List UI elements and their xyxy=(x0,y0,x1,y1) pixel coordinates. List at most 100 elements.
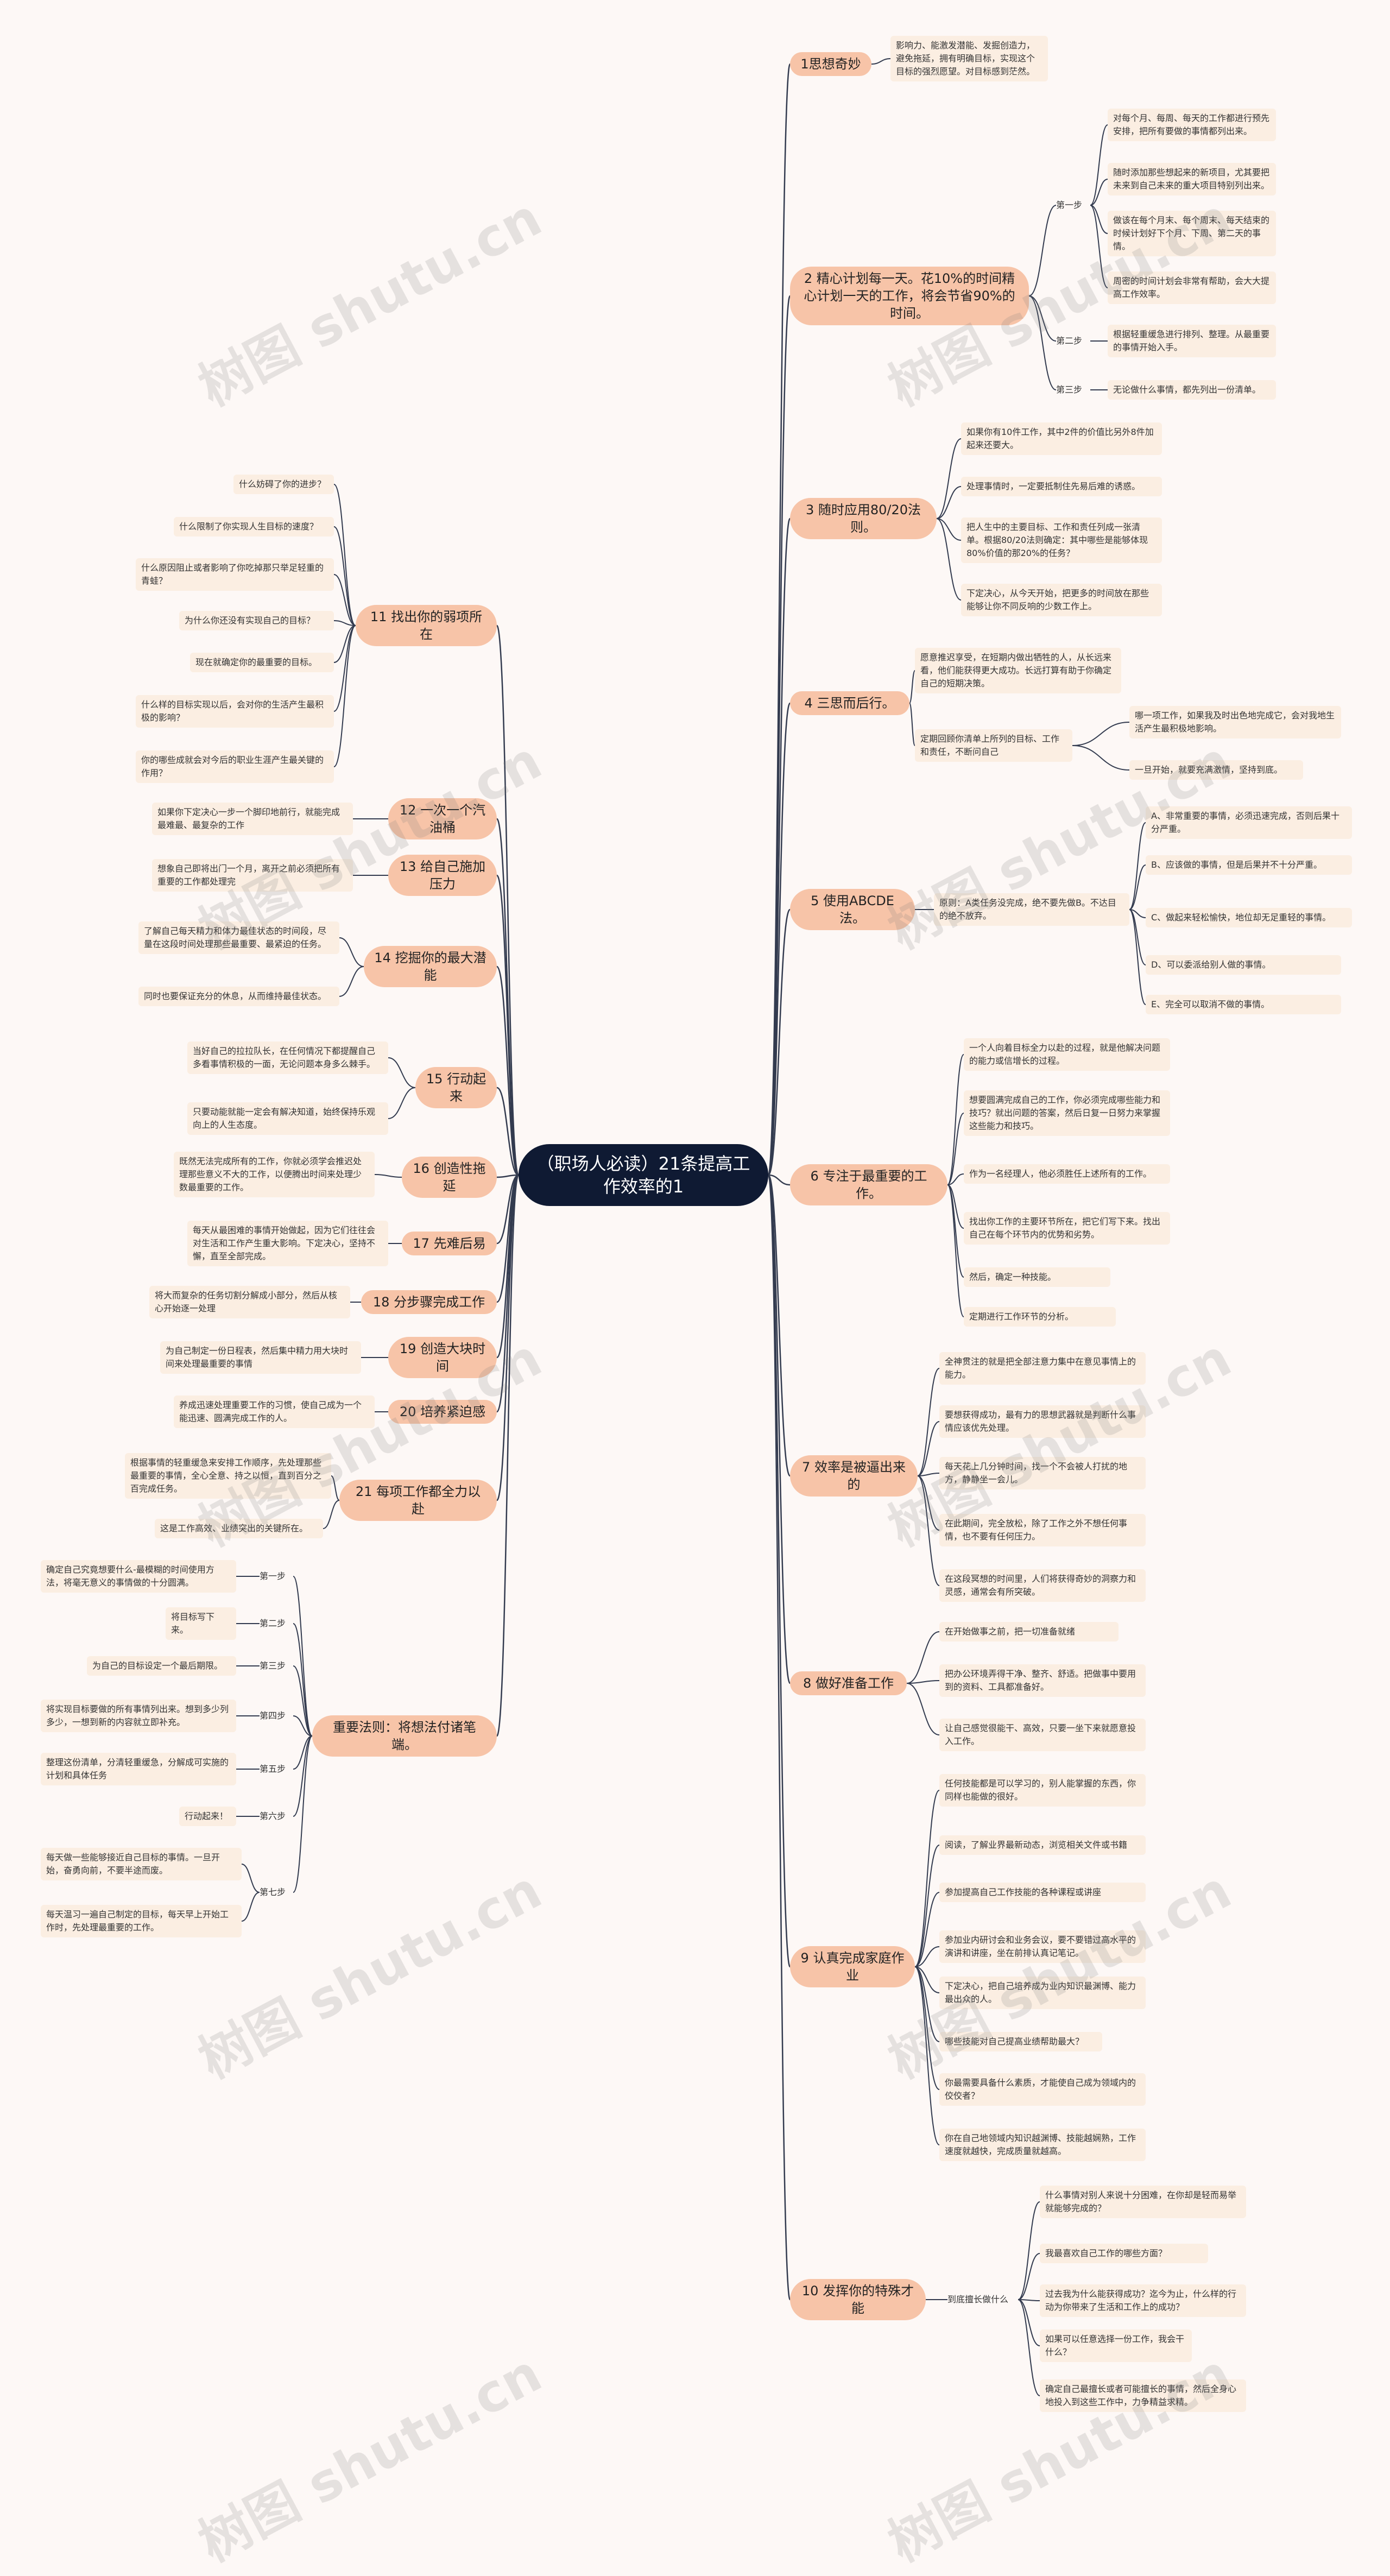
note-text: 一个人向着目标全力以赴的过程，就是他解决问题的能力或信增长的过程。 xyxy=(964,1038,1170,1071)
connector-line xyxy=(914,1845,940,1967)
connector-line xyxy=(914,1966,940,2042)
note-text: 原则：A类任务没完成，绝不要先做B。不达目的绝不放弃。 xyxy=(934,893,1129,926)
connector-line xyxy=(339,966,364,997)
connector-line xyxy=(767,1174,791,1477)
connector-line xyxy=(914,1892,940,1967)
step-label: 第一步 xyxy=(1056,200,1083,210)
note-text: 阅读，了解业界最新动态，浏览相关文件或书籍 xyxy=(939,1835,1146,1855)
note-text: 一旦开始，就要充满激情，坚持到底。 xyxy=(1129,760,1303,780)
connector-line xyxy=(496,1174,520,1501)
connector-line xyxy=(293,1735,313,1770)
connector-line xyxy=(909,703,915,746)
branch-node[interactable]: 1思想奇妙 xyxy=(790,52,871,76)
note-text: 什么样的目标实现以后，会对你的生活产生最积极的影响？ xyxy=(136,695,334,728)
connector-line xyxy=(914,1966,940,2090)
branch-node[interactable]: 15 行动起来 xyxy=(415,1067,497,1108)
note-text: A、非常重要的事情，必须迅速完成，否则后果十分严重。 xyxy=(1146,806,1352,839)
note-text: 定期进行工作环节的分析。 xyxy=(964,1307,1116,1327)
connector-line xyxy=(917,1473,940,1476)
note-text: 全神贯注的就是把全部注意力集中在意见事情上的能力。 xyxy=(939,1352,1146,1385)
connector-line xyxy=(947,1184,964,1229)
branch-node[interactable]: 重要法则：将想法付诸笔端。 xyxy=(312,1715,497,1757)
branch-node[interactable]: 13 给自己施加压力 xyxy=(388,855,497,896)
note-text: 每天温习一遍自己制定的目标，每天早上开始工作时，先处理最重要的工作。 xyxy=(41,1905,242,1937)
branch-node[interactable]: 10 发挥你的特殊才能 xyxy=(790,2279,926,2320)
connector-line xyxy=(947,1054,964,1185)
note-text: 把办公环境弄得干净、整齐、舒适。把做事中要用到的资料、工具都准备好。 xyxy=(939,1664,1146,1697)
branch-node[interactable]: 21 每项工作都全力以赴 xyxy=(339,1480,497,1521)
note-text: 既然无法完成所有的工作，你就必须学会推迟处理那些意义不大的工作，以便腾出时间来处… xyxy=(174,1152,375,1197)
note-text: 将大而复杂的任务切割分解成小部分，然后从核心开始逐一处理 xyxy=(149,1286,350,1318)
branch-node[interactable]: 5 使用ABCDE法。 xyxy=(790,889,915,930)
note-text: 在开始做事之前，把一切准备就绪 xyxy=(939,1622,1119,1641)
connector-line xyxy=(1090,205,1108,288)
note-text: 整理这份清单，分清轻重缓急，分解成可实施的计划和具体任务 xyxy=(41,1753,236,1785)
note-text: 什么妨碍了你的进步？ xyxy=(233,475,334,494)
connector-line xyxy=(331,1475,340,1501)
branch-node[interactable]: 19 创造大块时间 xyxy=(388,1337,497,1378)
connector-line xyxy=(1072,722,1130,746)
connector-line xyxy=(293,1735,313,1893)
connector-line xyxy=(1028,295,1057,342)
connector-line xyxy=(293,1735,313,1817)
connector-line xyxy=(917,1421,940,1476)
note-text: 什么限制了你实现人生目标的速度？ xyxy=(174,517,334,536)
note-text: 下定决心，从今天开始，把更多的时间放在那些能够让你不同反响的少数工作上。 xyxy=(961,584,1162,616)
connector-line xyxy=(936,518,962,541)
branch-node[interactable]: 18 分步骤完成工作 xyxy=(361,1290,497,1314)
connector-line xyxy=(496,965,520,1176)
branch-node[interactable]: 20 培养紧迫感 xyxy=(388,1400,497,1424)
connector-line xyxy=(767,1174,791,1684)
connector-line xyxy=(496,1174,520,1737)
note-text: 在此期间，完全放松，除了工作之外不想任何事情，也不要有任何压力。 xyxy=(939,1514,1146,1546)
connector-line xyxy=(333,625,356,767)
branch-node[interactable]: 8 做好准备工作 xyxy=(790,1671,907,1695)
note-text: 你的哪些成就会对今后的职业生涯产生最关键的作用？ xyxy=(136,750,334,783)
note-text: 每天花上几分钟时间，找一个不会被人打扰的地方，静静坐一会儿。 xyxy=(939,1457,1146,1489)
connector-line xyxy=(917,1475,940,1531)
note-text: 根据轻重缓急进行排列、整理。从最重要的事情开始入手。 xyxy=(1108,325,1276,357)
connector-line xyxy=(917,1475,940,1586)
branch-node[interactable]: 3 随时应用80/20法则。 xyxy=(790,498,937,539)
step-label: 第六步 xyxy=(260,1811,286,1821)
note-text: 找出你工作的主要环节所在，把它们写下来。找出自己在每个环节内的优势和劣势。 xyxy=(964,1212,1170,1245)
note-text: 当好自己的拉拉队长，在任何情况下都提醒自己多看事情积极的一面，无论问题本身多么棘… xyxy=(187,1041,388,1074)
step-label: 第二步 xyxy=(1056,336,1083,346)
note-text: 确定自己最擅长或者可能擅长的事情，然后全身心地投入到这些工作中，力争精益求精。 xyxy=(1040,2379,1246,2412)
mid-label: 到底擅长做什么 xyxy=(947,2294,1009,2304)
note-text: 随时添加那些想起来的新项目，尤其要把未来到自己未来的重大项目特别列出来。 xyxy=(1108,163,1276,195)
connector-line xyxy=(767,702,791,1176)
branch-node[interactable]: 17 先难后易 xyxy=(402,1232,497,1255)
connector-line xyxy=(1090,205,1108,234)
note-text: 如果可以任意选择一份工作，我会干什么？ xyxy=(1040,2329,1192,2362)
root-node[interactable]: （职场人必读）21条提高工作效率的1 xyxy=(519,1144,768,1206)
branch-node[interactable]: 9 认真完成家庭作业 xyxy=(790,1946,915,1987)
note-text: 现在就确定你的最重要的目标。 xyxy=(190,653,334,672)
note-text: 哪些技能对自己提高业绩帮助最大？ xyxy=(939,2032,1102,2051)
note-text: B、应该做的事情，但是后果并不十分严重。 xyxy=(1146,855,1352,875)
branch-node[interactable]: 12 一次一个汽油桶 xyxy=(388,798,497,839)
connector-line xyxy=(1018,2201,1040,2300)
note-text: 了解自己每天精力和体力最佳状态的时间段，尽量在这段时间处理那些最重要、最紧迫的任… xyxy=(138,921,339,954)
branch-node[interactable]: 14 挖掘你的最大潜能 xyxy=(364,946,497,987)
branch-node[interactable]: 11 找出你的弱项所在 xyxy=(356,605,497,646)
connector-line xyxy=(947,1113,964,1185)
note-text: 为自己的目标设定一个最后期限。 xyxy=(87,1656,236,1676)
branch-node[interactable]: 2 精心计划每一天。花10%的时间精心计划一天的工作，将会节省90%的时间。 xyxy=(790,267,1029,325)
step-label: 第三步 xyxy=(1056,384,1083,395)
connector-line xyxy=(914,1946,940,1967)
connector-line xyxy=(333,620,356,626)
connector-line xyxy=(241,1864,260,1893)
connector-line xyxy=(947,1184,964,1317)
connector-line xyxy=(241,1892,260,1922)
branch-node[interactable]: 6 专注于最重要的工作。 xyxy=(790,1164,947,1205)
connector-line xyxy=(388,1057,416,1088)
connector-line xyxy=(767,1174,791,2301)
connector-line xyxy=(767,63,791,1176)
branch-node[interactable]: 7 效率是被逼出来的 xyxy=(790,1455,918,1497)
branch-node[interactable]: 16 创造性拖延 xyxy=(402,1157,497,1198)
branch-node[interactable]: 4 三思而后行。 xyxy=(790,691,909,715)
connector-line xyxy=(914,1790,940,1967)
note-text: 任何技能都是可以学习的，别人能掌握的东西，你同样也能做的很好。 xyxy=(939,1774,1146,1807)
connector-line xyxy=(293,1576,313,1737)
